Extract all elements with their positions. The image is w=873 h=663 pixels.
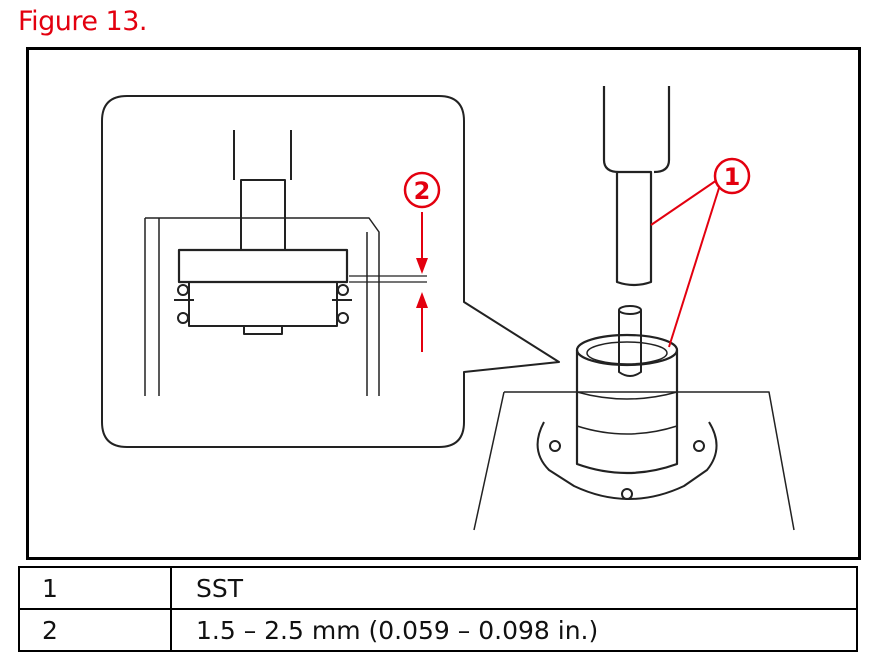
callout-1-leaders: [650, 179, 720, 348]
svg-text:1: 1: [724, 163, 741, 191]
press-rod: [602, 86, 671, 287]
technical-illustration: 2 1: [101, 86, 795, 531]
sst-inner-shaft: [618, 310, 642, 377]
inset-bearing: [174, 281, 352, 335]
figure-illustration-frame: 2 1: [26, 47, 861, 560]
hub-body: [575, 350, 679, 475]
dimension-arrows: [416, 212, 428, 352]
callout-1: 1: [713, 157, 751, 195]
inset-press-plate: [177, 248, 349, 284]
legend-number: 2: [18, 608, 172, 652]
inset-press-shaft: [233, 130, 292, 251]
legend-description: SST: [170, 566, 858, 610]
legend-table: 1 SST 2 1.5 – 2.5 mm (0.059 – 0.098 in.): [18, 566, 858, 652]
table-row: 1 SST: [18, 566, 858, 610]
inset-housing: [144, 217, 380, 396]
svg-text:2: 2: [414, 177, 431, 205]
base-plate: [473, 391, 795, 531]
legend-description: 1.5 – 2.5 mm (0.059 – 0.098 in.): [170, 608, 858, 652]
detail-inset-outline: [101, 95, 560, 448]
dimension-lines: [349, 275, 427, 283]
legend-number: 1: [18, 566, 172, 610]
figure-title: Figure 13.: [18, 6, 147, 37]
hub-top-rim: [575, 333, 679, 367]
callout-2: 2: [403, 171, 441, 209]
table-row: 2 1.5 – 2.5 mm (0.059 – 0.098 in.): [18, 608, 858, 652]
